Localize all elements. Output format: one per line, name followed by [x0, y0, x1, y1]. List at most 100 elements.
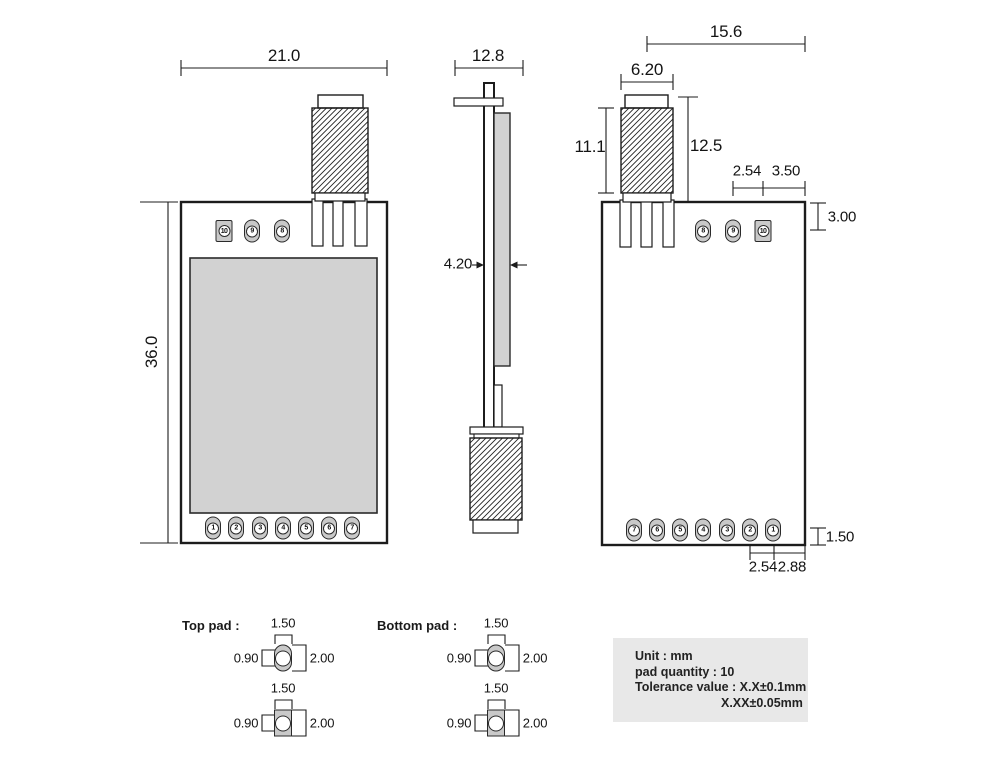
front-pad-6-hole: 6 [323, 522, 335, 534]
front-pad-4-hole: 4 [277, 522, 289, 534]
bottompad-oval-height-label: 2.00 [522, 650, 548, 666]
back-top-edge-dim-label: 3.50 [771, 162, 801, 180]
note-tolerance: Tolerance value : X.X±0.1mm [635, 680, 807, 694]
back-antenna-total-dim-label: 12.5 [689, 136, 723, 155]
note-unit: Unit : mm [635, 649, 693, 663]
back-pad-8-hole: 8 [697, 225, 709, 237]
bottompad-rect-hole-label: 0.90 [446, 715, 472, 731]
back-pad-8: 8 [695, 219, 711, 243]
back-antenna-body-dim-label: 11.1 [574, 137, 606, 156]
toppad-rect-detail-hole [275, 715, 291, 731]
back-antenna-cap [624, 94, 669, 109]
side-thickness-arrowhead-left [476, 261, 484, 269]
note-tolerance-second: X.XX±0.05mm [721, 695, 803, 710]
top-pad-section-label: Top pad : [182, 618, 240, 633]
bottompad-rect-detail [487, 709, 505, 737]
side-antenna-pin [453, 97, 504, 107]
bottompad-oval-width-bracket [487, 634, 506, 644]
front-antenna-leg-3 [354, 198, 368, 247]
bottompad-rect-hole-bracket [474, 714, 488, 732]
bottompad-rect-width-bracket [487, 699, 506, 709]
back-pad-3: 3 [719, 518, 735, 542]
back-pad-7: 7 [626, 518, 642, 542]
toppad-rect-height-bracket [292, 709, 307, 737]
bottompad-rect-detail-hole [488, 715, 504, 731]
front-pad-8-hole: 8 [276, 225, 288, 237]
front-pad-3: 3 [252, 516, 268, 540]
back-antenna-leg-2 [640, 199, 653, 248]
front-pad-2: 2 [228, 516, 244, 540]
front-antenna-body [311, 107, 369, 194]
back-pad-4-hole: 4 [697, 524, 709, 536]
bottom-pad-section-label: Bottom pad : [377, 618, 458, 633]
toppad-rect-height-label: 2.00 [309, 715, 335, 731]
front-pad-4: 4 [275, 516, 291, 540]
front-pad-9: 9 [244, 219, 260, 243]
front-pad-5-hole: 5 [300, 522, 312, 534]
front-antenna-cap [317, 94, 364, 109]
back-antenna-leg-1 [619, 199, 632, 248]
back-pad-2: 2 [742, 518, 758, 542]
front-antenna-flange [314, 192, 366, 202]
back-pad-1: 1 [765, 518, 781, 542]
back-pad-6: 6 [649, 518, 665, 542]
back-pad-7-hole: 7 [628, 524, 640, 536]
bottompad-oval-detail-hole [488, 650, 504, 666]
back-pad-10: 10 [754, 220, 772, 242]
front-emi-shield [189, 257, 378, 514]
back-bottom-offset-dim-label: 1.50 [825, 528, 855, 546]
back-pad-5: 5 [672, 518, 688, 542]
front-pad-10-hole: 10 [218, 225, 230, 237]
side-connector-step [493, 384, 503, 428]
toppad-rect-detail [274, 709, 292, 737]
front-height-dim-label: 36.0 [142, 335, 161, 369]
front-pad-10: 10 [215, 220, 233, 242]
toppad-oval-detail-hole [275, 650, 291, 666]
front-pad-1-hole: 1 [207, 522, 219, 534]
bottompad-rect-height-bracket [505, 709, 520, 737]
side-antenna-cap [472, 519, 519, 534]
back-pad-3-hole: 3 [721, 524, 733, 536]
back-bottom-edge-dim-label: 2.88 [777, 558, 807, 576]
back-pad-10-hole: 10 [757, 225, 769, 237]
front-pad-3-hole: 3 [254, 522, 266, 534]
back-top-offset-dim-label: 3.00 [827, 208, 857, 226]
front-pad-1: 1 [205, 516, 221, 540]
back-board-outline [600, 200, 807, 547]
side-pcb-edge [483, 82, 495, 429]
back-antenna-body [620, 107, 674, 194]
back-pad-9-hole: 9 [727, 225, 739, 237]
note-pad-quantity: pad quantity : 10 [635, 664, 735, 679]
side-width-dim-label: 12.8 [471, 46, 505, 65]
back-pad-6-hole: 6 [651, 524, 663, 536]
bottompad-oval-height-bracket [505, 644, 520, 672]
side-antenna-flange [469, 426, 524, 435]
front-width-dim-label: 21.0 [267, 46, 301, 65]
toppad-oval-width-label: 1.50 [270, 615, 296, 631]
bottompad-oval-hole-bracket [474, 649, 488, 667]
front-antenna-leg-1 [311, 198, 324, 247]
toppad-oval-height-bracket [292, 644, 307, 672]
side-thickness-dim-label: 4.20 [443, 255, 473, 273]
side-antenna-body [469, 437, 523, 521]
bottompad-oval-width-label: 1.50 [483, 615, 509, 631]
notes-box: Unit : mm pad quantity : 10 Tolerance va… [613, 638, 808, 722]
back-pad-9: 9 [725, 219, 741, 243]
toppad-oval-hole-bracket [261, 649, 275, 667]
toppad-rect-hole-label: 0.90 [233, 715, 259, 731]
front-pad-8: 8 [274, 219, 290, 243]
bottompad-oval-hole-label: 0.90 [446, 650, 472, 666]
front-pad-2-hole: 2 [230, 522, 242, 534]
toppad-rect-hole-bracket [261, 714, 275, 732]
front-antenna-leg-2 [332, 198, 344, 247]
back-antenna-flange [622, 192, 672, 203]
toppad-oval-hole-label: 0.90 [233, 650, 259, 666]
back-pad-4: 4 [695, 518, 711, 542]
back-overall-dim-label: 15.6 [709, 22, 743, 41]
toppad-oval-detail [274, 644, 292, 672]
bottompad-rect-height-label: 2.00 [522, 715, 548, 731]
back-antenna-leg-3 [662, 199, 675, 248]
front-pad-5: 5 [298, 516, 314, 540]
back-top-pitch-dim-label: 2.54 [732, 162, 762, 180]
